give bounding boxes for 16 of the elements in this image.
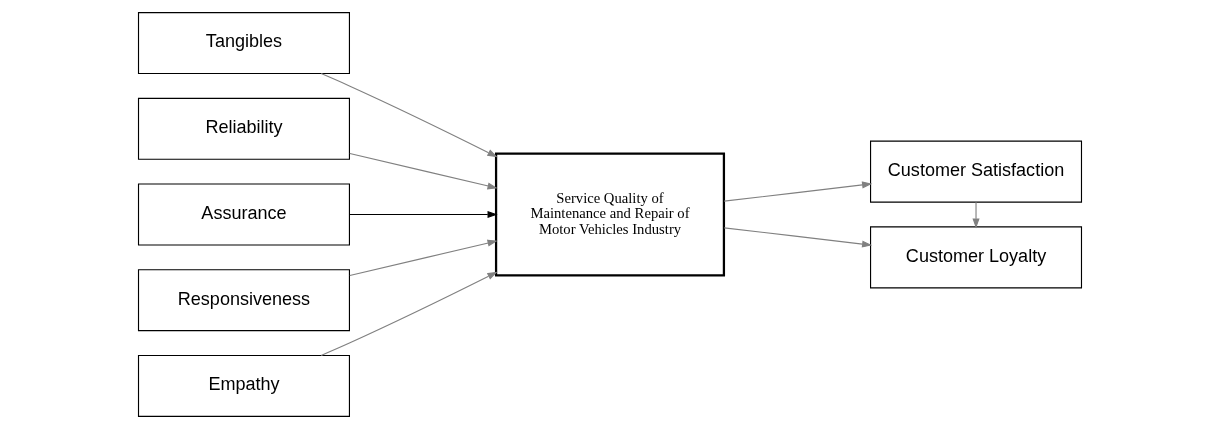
arrow xyxy=(348,152,498,190)
arrow xyxy=(723,227,872,248)
arrow xyxy=(320,271,498,356)
node-box: Tangibles xyxy=(137,12,350,75)
arrow xyxy=(348,239,498,277)
node-box: Customer Satisfaction xyxy=(869,140,1082,203)
node-box: Customer Loyalty xyxy=(869,226,1082,289)
arrow xyxy=(723,181,872,202)
node-box: Empathy xyxy=(137,354,350,417)
node-box: Assurance xyxy=(137,183,350,246)
arrow xyxy=(320,73,498,158)
arrow xyxy=(348,210,498,219)
node-box: Responsiveness xyxy=(137,269,350,332)
node-box: Reliability xyxy=(137,97,350,160)
arrow xyxy=(971,201,980,229)
node-box: Service Quality of Maintenance and Repair of Motor Vehicles Industry xyxy=(494,152,725,277)
